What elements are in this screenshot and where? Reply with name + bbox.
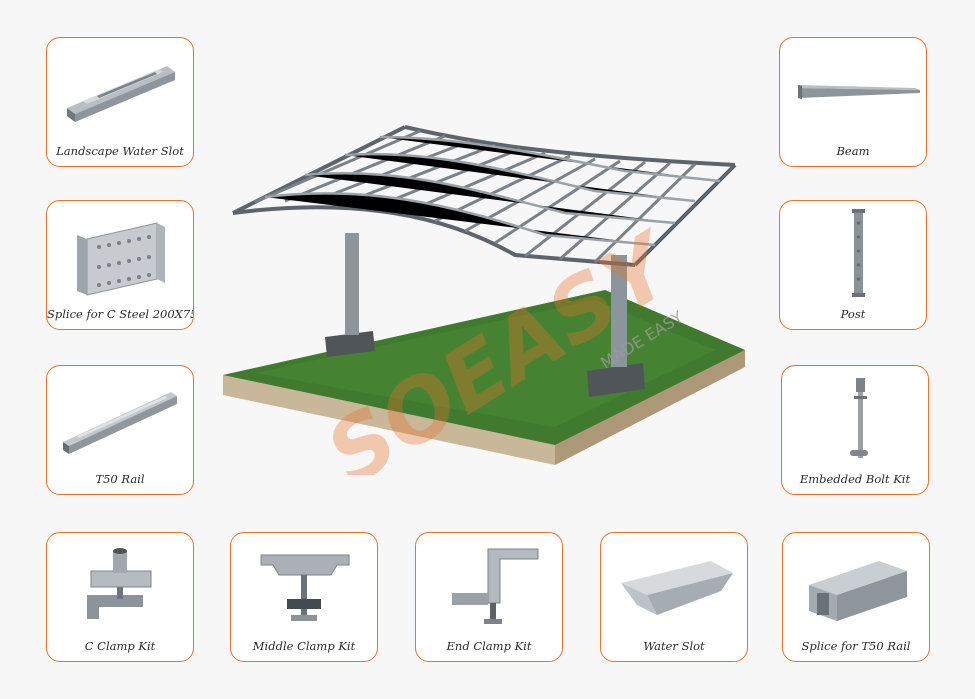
card-end-clamp-kit: End Clamp Kit — [415, 532, 563, 662]
label-water-slot: Water Slot — [643, 639, 705, 653]
card-c-clamp-kit: C Clamp Kit — [46, 532, 194, 662]
post-left — [345, 233, 359, 335]
roof-purlins — [254, 129, 697, 264]
card-beam: Beam — [779, 37, 927, 167]
end-clamp-kit-icon — [452, 548, 539, 624]
ground-soil-side-front — [223, 375, 555, 465]
label-splice-t50-rail: Splice for T50 Rail — [801, 639, 911, 653]
label-c-clamp-kit: C Clamp Kit — [84, 639, 156, 653]
card-middle-clamp-kit: Middle Clamp Kit — [230, 532, 378, 662]
card-splice-t50-rail: Splice for T50 Rail — [782, 532, 930, 662]
card-t50-rail: T50 Rail — [46, 365, 194, 495]
c-clamp-kit-icon — [87, 548, 152, 619]
water-slot-icon — [621, 561, 733, 615]
splice-c-steel-icon — [77, 222, 165, 296]
label-t50-rail: T50 Rail — [95, 472, 145, 486]
card-embedded-bolt-kit: Embedded Bolt Kit — [781, 365, 929, 495]
label-splice-c-steel: Splice for C Steel 200X75 — [47, 307, 194, 321]
label-beam: Beam — [836, 144, 870, 158]
label-middle-clamp-kit: Middle Clamp Kit — [252, 639, 356, 653]
card-splice-c-steel: Splice for C Steel 200X75 — [46, 200, 194, 330]
ground-soil-side-right — [555, 350, 745, 465]
footing-right — [587, 363, 645, 397]
splice-t50-rail-icon — [809, 561, 907, 621]
label-post: Post — [840, 307, 866, 321]
carport-illustration: SOEASY MADE EASY — [223, 125, 745, 475]
card-landscape-water-slot: Landscape Water Slot — [46, 37, 194, 167]
card-post: Post — [779, 200, 927, 330]
landscape-water-slot-icon — [67, 66, 175, 122]
label-embedded-bolt-kit: Embedded Bolt Kit — [799, 472, 911, 486]
middle-clamp-kit-icon — [260, 554, 350, 621]
card-water-slot: Water Slot — [600, 532, 748, 662]
post-right — [611, 255, 627, 367]
footing-left — [325, 331, 375, 357]
label-landscape-water-slot: Landscape Water Slot — [56, 144, 184, 158]
label-end-clamp-kit: End Clamp Kit — [446, 639, 532, 653]
beam-icon — [798, 85, 920, 99]
post-icon — [852, 209, 865, 297]
embedded-bolt-kit-icon — [850, 378, 868, 458]
t50-rail-icon — [63, 392, 177, 454]
